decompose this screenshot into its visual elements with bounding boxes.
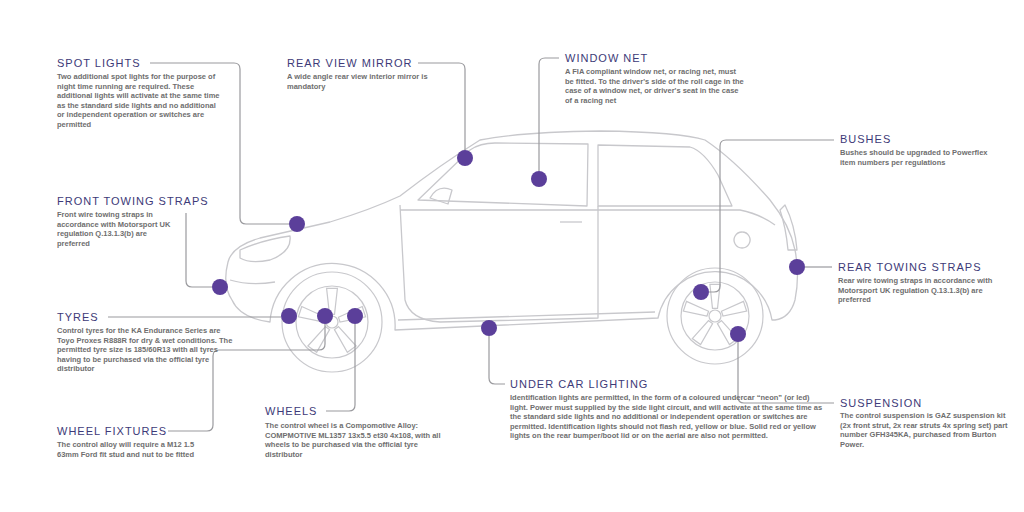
callout-dot [481,320,497,336]
callout-text: The control alloy will require a M12 1.5… [57,440,217,459]
bumper-line [230,280,275,284]
leader-line [539,58,559,171]
callout-text: A FIA compliant window net, or racing ne… [565,67,745,105]
leader-line [186,213,212,287]
door-line [400,205,598,322]
callout-heading: WHEELS [265,405,317,418]
headlight [240,236,290,262]
callout-text: Rear wire towing straps in accordance wi… [838,276,998,305]
callout-heading: SUSPENSION [840,397,922,410]
callout-heading: REAR VIEW MIRROR [287,57,412,70]
callout-text: The control suspension is GAZ suspension… [840,411,1010,449]
callout-text: Bushes should be upgraded to Powerflex i… [840,148,990,167]
callout-text: The control wheel is a Compomotive Alloy… [265,421,445,459]
leader-line [709,140,834,292]
car-outline [226,131,798,330]
callout-text: Identification lights are permitted, in … [510,393,828,441]
leader-line [805,266,832,267]
callout-heading: REAR TOWING STRAPS [838,261,982,274]
callout-dot [693,284,709,300]
callout-text: Two additional spot lights for the purpo… [57,72,225,129]
callout-dot [317,308,333,324]
wheel-spoke [683,301,708,316]
front-rim [296,286,368,358]
front-window [418,143,588,206]
callout-heading: FRONT TOWING STRAPS [57,195,209,208]
wheel-spoke [710,284,720,308]
callout-dot [347,308,363,324]
leader-line [108,316,281,317]
wheels [282,268,763,372]
front-tyre [282,272,382,372]
leader-line [489,336,505,384]
fuel-cap [734,232,750,248]
rear-window [598,145,732,206]
callout-dot [457,150,473,166]
callout-heading: TYRES [57,311,99,324]
callout-text: Control tyres for the KA Endurance Serie… [57,326,237,374]
callout-heading: WHEEL FIXTURES [57,425,167,438]
callout-heading: BUSHES [840,133,891,146]
leader-line [326,324,355,411]
wheel-spoke [334,327,356,353]
callout-heading: UNDER CAR LIGHTING [510,378,648,391]
callout-text: Front wire towing straps in accordance w… [57,210,180,248]
callout-heading: WINDOW NET [565,52,648,65]
door-handle [560,221,582,222]
wheel-spoke [692,321,712,345]
car-body [226,131,798,330]
sill-line [398,312,655,320]
callout-dot [289,216,305,232]
wheel-spokes [298,284,746,352]
callout-dot [789,259,805,275]
leader-lines [108,58,834,431]
callout-dots [212,150,805,342]
callout-dot [730,326,746,342]
callout-text: A wide angle rear view interior mirror i… [287,72,447,91]
tail-light [780,205,797,250]
wheel-spoke [721,301,746,316]
wheel-spoke [308,327,330,353]
belt-line [400,210,775,225]
callout-dot [281,308,297,324]
callout-dot [531,171,547,187]
wheel-hub [709,310,721,322]
callout-dot [212,279,228,295]
callout-heading: SPOT LIGHTS [57,57,141,70]
rear-tyre [667,268,763,364]
side-mirror [430,188,452,204]
